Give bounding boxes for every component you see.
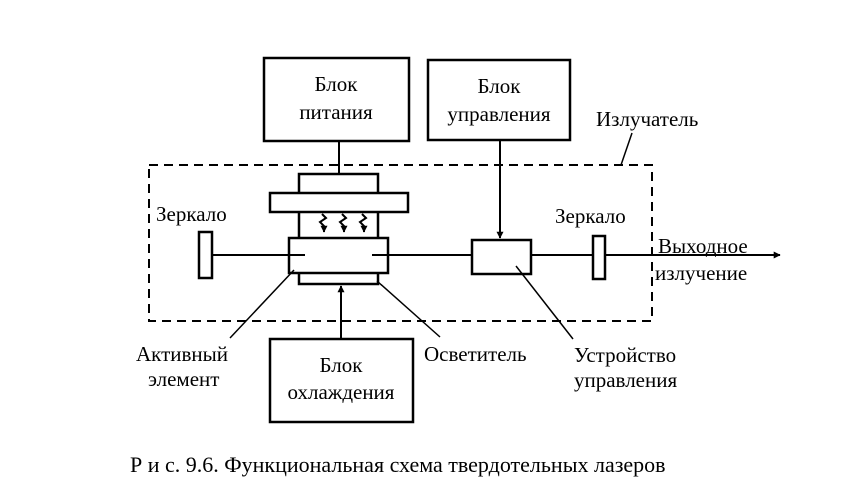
power-supply-label-2: питания (299, 100, 373, 124)
control-device-leader (515, 265, 574, 340)
light-rays (318, 213, 368, 233)
control-device-label-1: Устройство (574, 343, 676, 367)
active-element-label-2: элемент (148, 367, 219, 391)
power-supply-label-1: Блок (315, 72, 359, 96)
control-device (470, 238, 533, 276)
power-supply-block: Блок питания (262, 56, 411, 143)
control-device-label-2: управления (574, 368, 677, 392)
left-mirror (197, 230, 214, 280)
emitter-frame (148, 164, 653, 322)
cooling-unit-block: Блок охлаждения (268, 337, 415, 424)
cooling-unit-label-1: Блок (320, 353, 364, 377)
control-unit-label-1: Блок (478, 74, 522, 98)
left-mirror-label: Зеркало (156, 202, 227, 226)
illuminator-label: Осветитель (424, 342, 527, 366)
active-element-label-1: Активный (136, 342, 228, 366)
cooling-unit-label-2: охлаждения (288, 380, 395, 404)
emitter-label: Излучатель (596, 107, 698, 131)
figure-caption: Р и с. 9.6. Функциональная схема твердот… (130, 452, 666, 477)
lamp (268, 191, 410, 214)
output-label-2: излучение (655, 261, 747, 285)
active-element-leader (229, 269, 295, 339)
right-mirror-label: Зеркало (555, 204, 626, 228)
control-unit-block: Блок управления (426, 58, 572, 142)
right-mirror (591, 234, 607, 281)
output-label-1: Выходное (658, 234, 748, 258)
active-element (287, 236, 390, 275)
control-unit-label-2: управления (447, 102, 550, 126)
emitter-leader-line (620, 132, 633, 166)
illuminator-leader (376, 280, 441, 338)
